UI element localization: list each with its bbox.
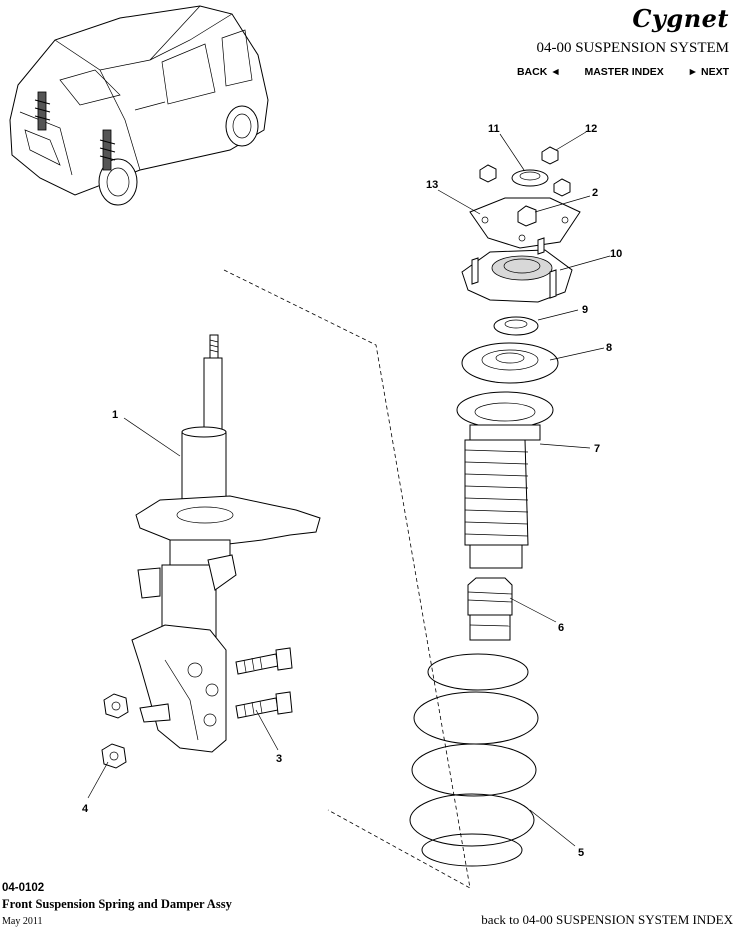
diagram-caption: Front Suspension Spring and Damper Assy [2,897,232,911]
callout-7: 7 [594,443,600,455]
leader-lines [87,131,611,847]
triangle-right-icon: ► [687,66,699,78]
dust-boot [456,391,554,569]
bump-stop [467,577,513,641]
master-index-link[interactable]: MASTER INDEX [584,66,664,78]
cygnet-logo: Cygnet [632,4,729,33]
back-link[interactable]: BACK ◄ [517,66,561,78]
damper-strut [131,334,321,753]
callout-6: 6 [558,622,564,634]
callout-2: 2 [592,187,598,199]
assembly-outline [223,269,471,889]
callout-13: 13 [426,179,438,191]
section-title: 04-00 SUSPENSION SYSTEM [536,40,729,56]
callout-11: 11 [488,123,500,135]
callout-9: 9 [582,304,588,316]
callout-10: 10 [610,248,622,260]
callouts: 1 2 3 4 5 6 7 8 9 10 11 12 13 [82,123,622,859]
issue-date: May 2011 [2,916,43,927]
callout-3: 3 [276,753,282,765]
next-label: NEXT [700,66,729,78]
callout-8: 8 [606,342,612,354]
next-link[interactable]: ► NEXT [688,66,729,78]
diagram-code: 04-0102 [2,882,45,894]
upper-mount-parts [461,146,581,384]
car-illustration [9,5,269,206]
back-to-index-link[interactable]: back to 04-00 SUSPENSION SYSTEM INDEX [481,912,733,927]
nuts [101,693,129,769]
callout-4: 4 [82,803,89,815]
back-label: BACK [516,66,548,78]
bolts [235,647,293,719]
coil-spring [409,653,539,867]
callout-5: 5 [578,847,584,859]
callout-12: 12 [585,123,597,135]
triangle-left-icon: ◄ [550,66,561,78]
callout-1: 1 [112,409,118,421]
nav-bar: BACK ◄ MASTER INDEX ► NEXT [517,66,729,78]
